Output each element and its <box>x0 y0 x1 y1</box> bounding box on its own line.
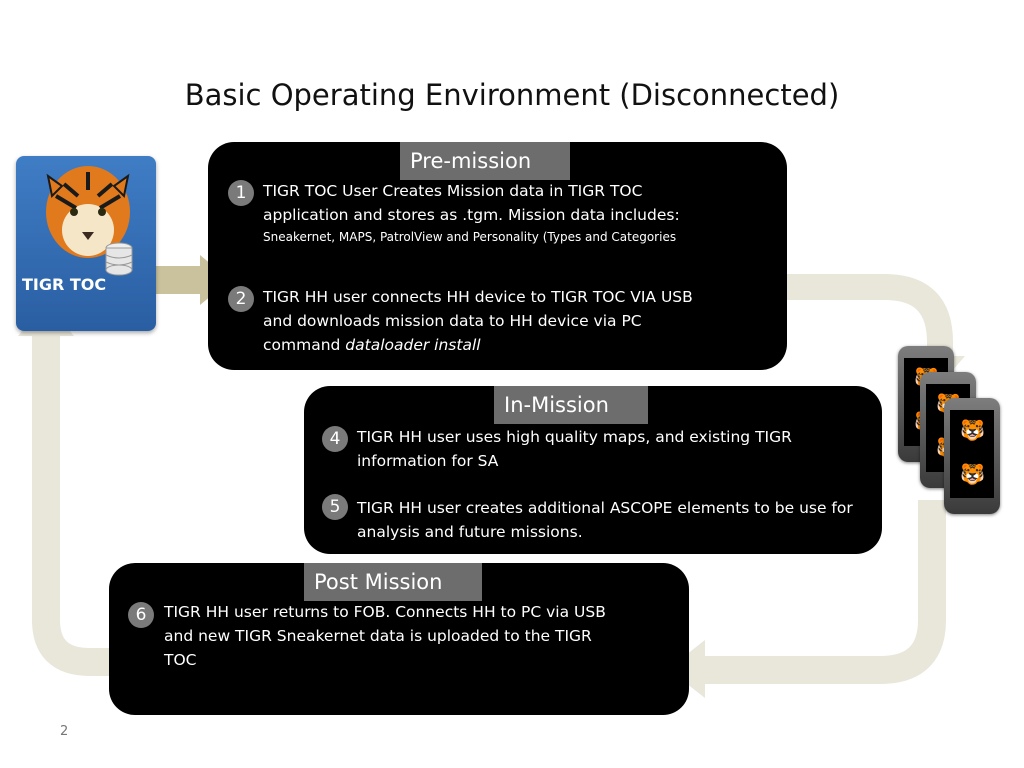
step-6-line1: TIGR HH user returns to FOB. Connects HH… <box>164 603 606 621</box>
step-6-line2: and new TIGR Sneakernet data is uploaded… <box>164 627 592 645</box>
step-number-5: 5 <box>322 494 348 520</box>
post-mission-header: Post Mission <box>304 563 482 601</box>
step-4-text: TIGR HH user uses high quality maps, and… <box>357 425 792 473</box>
step-2-line1: TIGR HH user connects HH device to TIGR … <box>263 288 693 306</box>
step-5-text: TIGR HH user creates additional ASCOPE e… <box>357 496 853 544</box>
flow-arrow-pre-to-phones <box>758 274 953 360</box>
in-mission-header: In-Mission <box>494 386 648 424</box>
post-mission-box: Post Mission 6 TIGR HH user returns to F… <box>109 563 689 715</box>
tigr-toc-block: TIGR TOC <box>16 156 156 331</box>
step-1-line1: TIGR TOC User Creates Mission data in TI… <box>263 182 643 200</box>
step-4-line1: TIGR HH user uses high quality maps, and… <box>357 428 792 446</box>
step-6-line3: TOC <box>164 651 197 669</box>
step-number-1: 1 <box>228 180 254 206</box>
flow-arrow-phones-to-post <box>700 500 946 684</box>
pre-mission-header: Pre-mission <box>400 142 570 180</box>
step-number-2: 2 <box>228 286 254 312</box>
page-number: 2 <box>60 724 69 739</box>
step-2-command: dataloader install <box>345 336 481 354</box>
step-5-line1: TIGR HH user creates additional ASCOPE e… <box>357 499 853 517</box>
step-1-text: TIGR TOC User Creates Mission data in TI… <box>263 179 680 247</box>
step-6-text: TIGR HH user returns to FOB. Connects HH… <box>164 600 606 672</box>
step-5-line2: analysis and future missions. <box>357 523 583 541</box>
pre-mission-box: Pre-mission 1 TIGR TOC User Creates Miss… <box>208 142 787 370</box>
toc-label: TIGR TOC <box>22 275 107 294</box>
phone-icon: 🐯🐯 <box>944 398 1000 514</box>
step-2-text: TIGR HH user connects HH device to TIGR … <box>263 285 693 357</box>
tiger-icon <box>46 166 130 258</box>
step-number-4: 4 <box>322 426 348 452</box>
step-1-line2: application and stores as .tgm. Mission … <box>263 206 680 224</box>
database-icon <box>105 242 133 276</box>
in-mission-box: In-Mission 4 TIGR HH user uses high qual… <box>304 386 882 554</box>
step-2-line2: and downloads mission data to HH device … <box>263 312 642 330</box>
step-1-line3: Sneakernet, MAPS, PatrolView and Persona… <box>263 230 677 244</box>
step-2-line3a: command <box>263 336 346 354</box>
flow-arrow-post-to-toc <box>32 330 135 676</box>
step-4-line2: information for SA <box>357 452 499 470</box>
page-title: Basic Operating Environment (Disconnecte… <box>184 78 840 112</box>
step-number-6: 6 <box>128 602 154 628</box>
